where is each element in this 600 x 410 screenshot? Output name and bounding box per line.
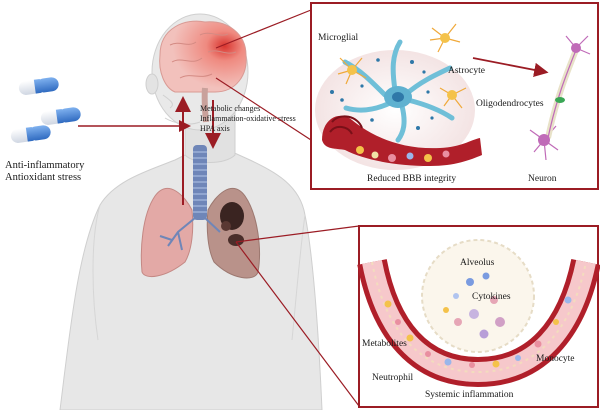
label-neuron: Neuron <box>528 174 557 184</box>
drug-label-1: Anti-inflammatory <box>5 160 85 171</box>
alveolus-icon <box>421 239 535 353</box>
connector-lung-bottom <box>235 241 360 407</box>
label-astrocyte: Astrocyte <box>448 66 485 76</box>
neuron-icon <box>529 35 591 161</box>
molecule-dots <box>330 58 434 130</box>
label-metabolites: Metabolites <box>362 339 407 349</box>
brain-panel: Microglial Astrocyte Oligodendrocytes Re… <box>310 2 599 190</box>
label-cytokines: Cytokines <box>472 292 511 302</box>
neuron-arrow <box>472 57 549 78</box>
astrocyte-icon <box>337 23 467 109</box>
label-microglial: Microglial <box>318 33 358 43</box>
mech-label-2: Inflammation-oxidative stress <box>200 114 296 123</box>
label-systemic: Systemic inflammation <box>425 389 514 400</box>
mech-label-1: Metabolic changes <box>200 104 260 113</box>
trachea-icon <box>193 145 207 220</box>
microglia-icon <box>342 39 455 143</box>
connector-brain-top <box>215 9 312 49</box>
connector-lung-top <box>235 225 360 243</box>
label-oligodendrocytes: Oligodendrocytes <box>476 99 544 109</box>
brain-lung-axis-arrows <box>175 96 221 205</box>
mech-label-3: HPA axis <box>200 124 230 133</box>
drug-label-2: Antioxidant stress <box>5 172 81 183</box>
lung-panel: Alveolus Cytokines Metabolites Neutrophi… <box>357 225 600 408</box>
label-monocyte: Monocyte <box>536 354 575 364</box>
label-bbb: Reduced BBB integrity <box>367 174 456 184</box>
blood-vessel-icon <box>322 115 482 166</box>
capsule-icon <box>10 77 81 143</box>
connector-brain-bottom <box>215 77 312 141</box>
label-alveolus: Alveolus <box>460 258 495 268</box>
brain-icon <box>159 20 247 123</box>
vessel-u-shape <box>357 258 600 388</box>
label-neutrophil: Neutrophil <box>372 373 414 383</box>
